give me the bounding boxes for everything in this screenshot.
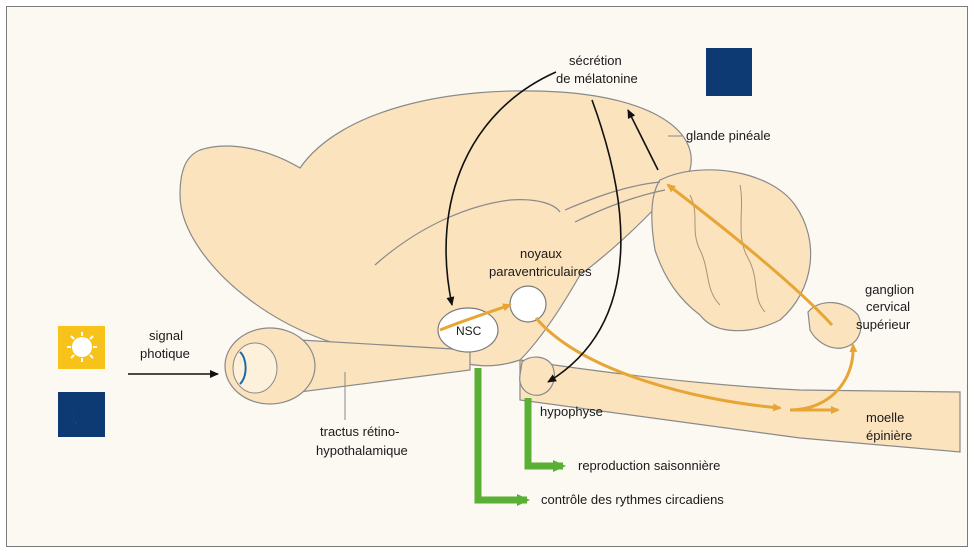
label-secretion-2: de mélatonine xyxy=(556,71,638,86)
label-ganglion-1: ganglion xyxy=(865,282,914,297)
label-paraventricular-2: paraventriculaires xyxy=(489,264,592,279)
label-paraventricular-1: noyaux xyxy=(520,246,562,261)
label-moelle-2: épinière xyxy=(866,428,912,443)
label-signal-1: signal xyxy=(149,328,183,343)
eye xyxy=(225,328,315,404)
label-circadian: contrôle des rythmes circadiens xyxy=(541,492,724,507)
label-tractus-2: hypothalamique xyxy=(316,443,408,458)
label-moelle-1: moelle xyxy=(866,410,904,425)
moon-icon-top xyxy=(706,48,752,96)
label-nsc: NSC xyxy=(456,324,482,338)
label-hypophyse: hypophyse xyxy=(540,404,603,419)
cerebrum xyxy=(180,91,691,366)
sun-icon xyxy=(58,326,105,369)
pituitary-gland xyxy=(520,357,555,395)
label-ganglion-3: supérieur xyxy=(856,317,911,332)
label-reproduction: reproduction saisonnière xyxy=(578,458,720,473)
moon-icon xyxy=(58,392,105,437)
label-signal-2: photique xyxy=(140,346,190,361)
paraventricular-nucleus xyxy=(510,286,546,322)
label-ganglion-2: cervical xyxy=(866,299,910,314)
label-secretion-1: sécrétion xyxy=(569,53,622,68)
label-pineal: glande pinéale xyxy=(686,128,771,143)
cerebellum xyxy=(652,170,811,331)
label-tractus-1: tractus rétino- xyxy=(320,424,399,439)
